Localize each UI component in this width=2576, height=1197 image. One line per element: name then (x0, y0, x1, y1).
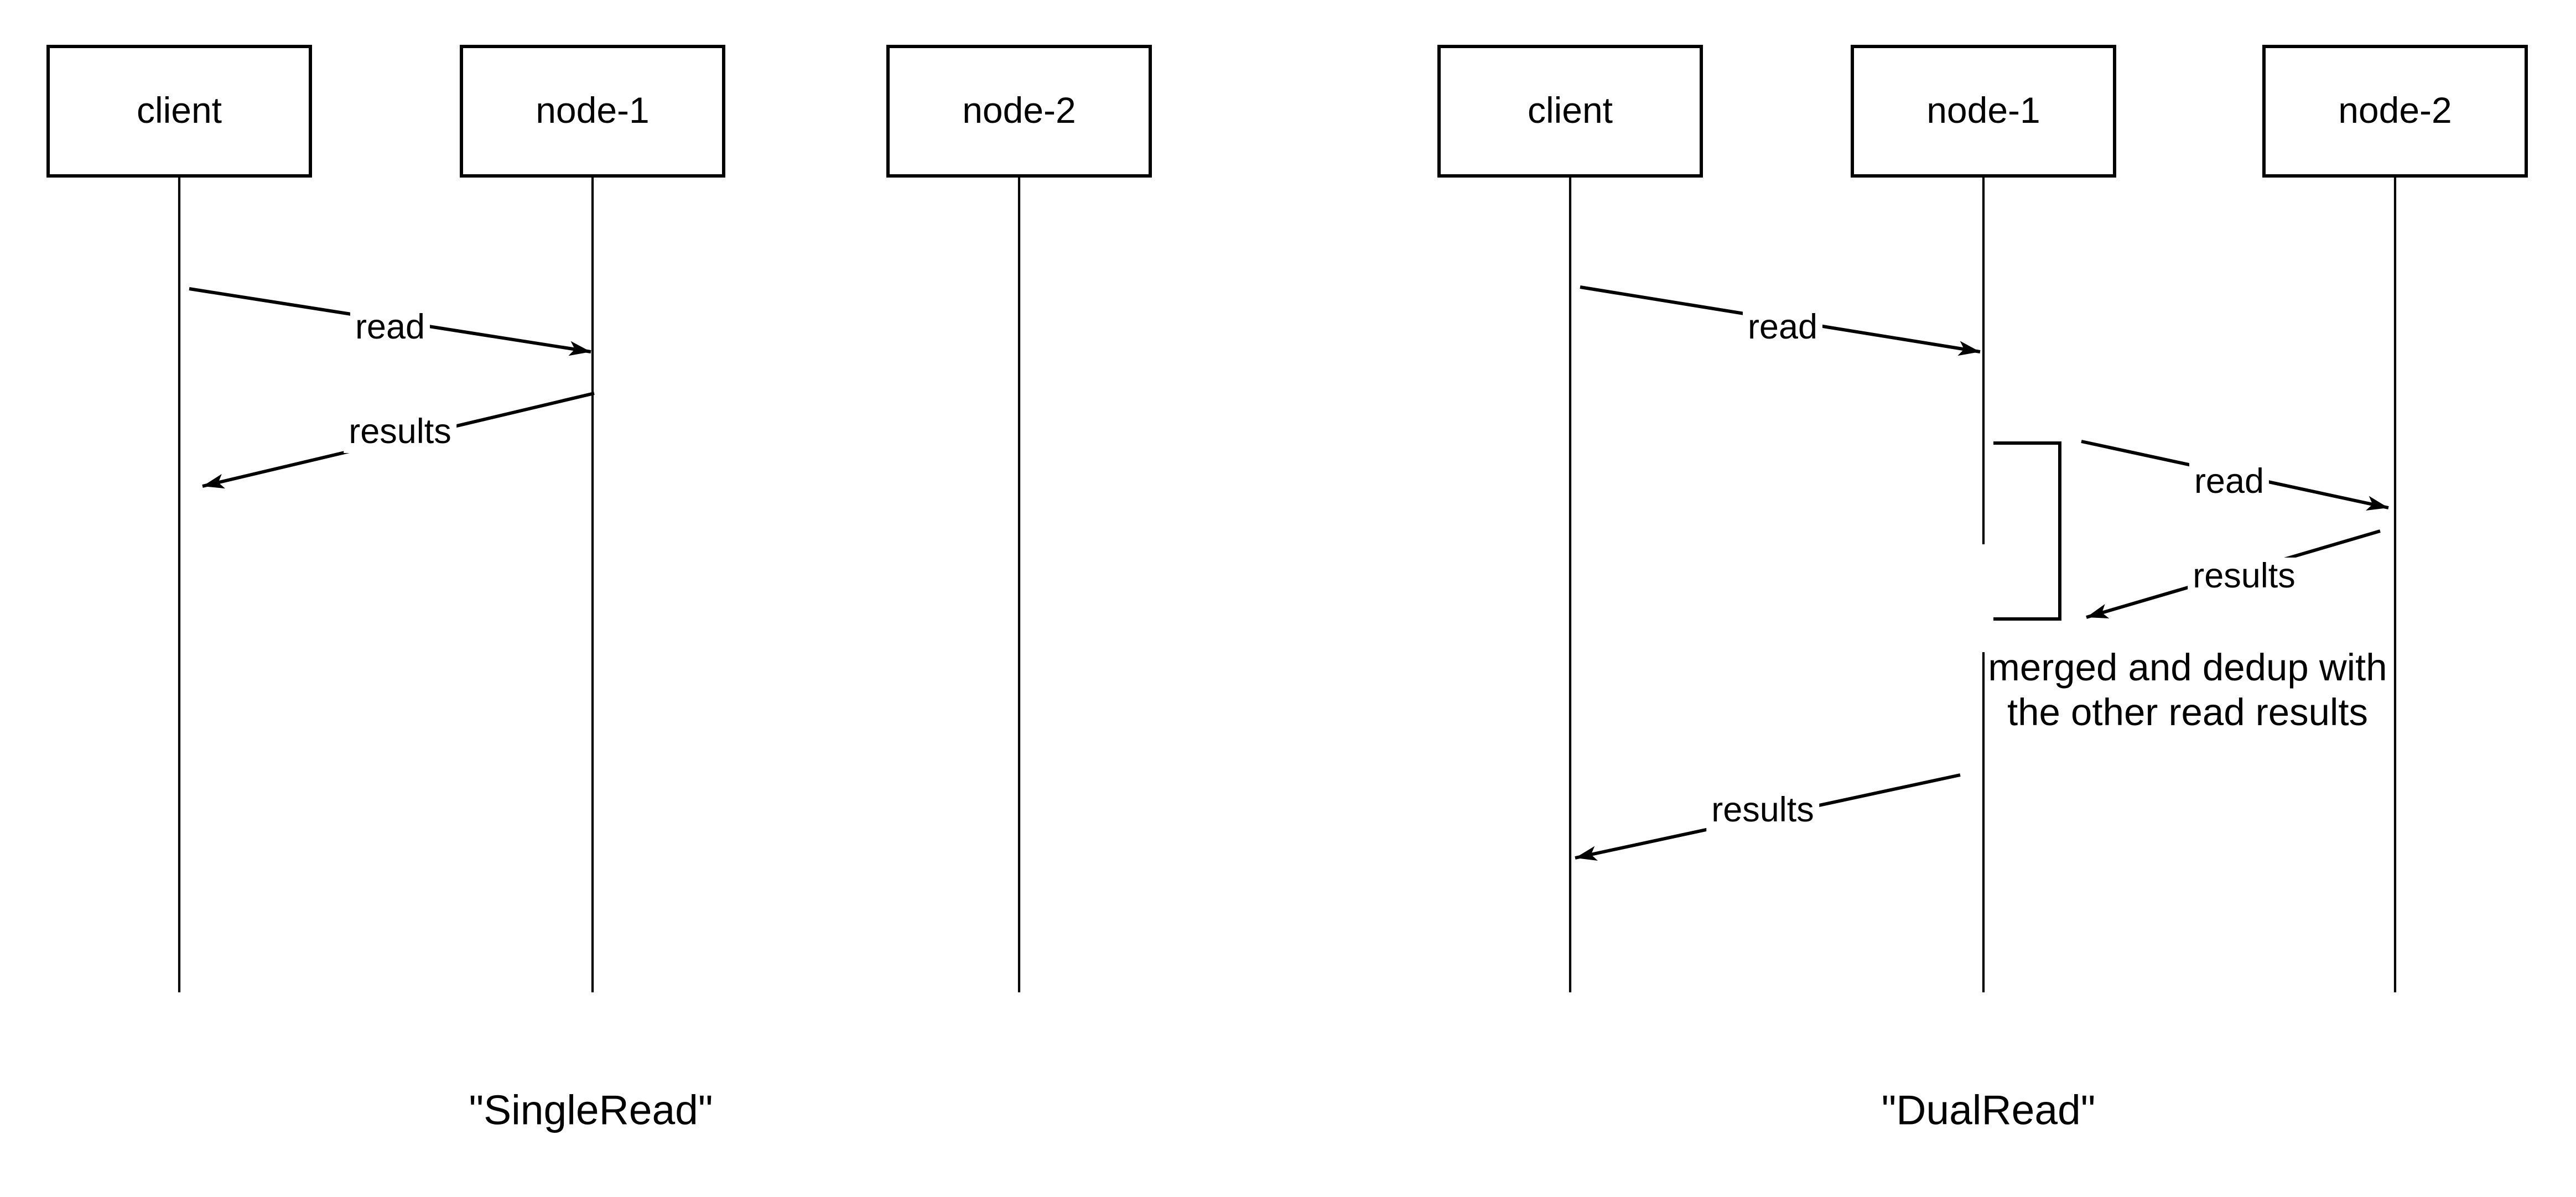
message-label-read-node-1-node-2: read (2189, 463, 2269, 503)
actor-box-node-1-singleread: node-1 (460, 45, 725, 178)
actor-box-node-2-singleread: node-2 (886, 45, 1152, 178)
message-label-read-client-node-1: read (1742, 309, 1823, 348)
actor-label: node-1 (1926, 90, 2040, 131)
message-label-results-node-2-node-1: results (2188, 558, 2300, 597)
activation-bracket-node-1 (1993, 441, 2061, 621)
message-label-results-node-1-client: results (1706, 792, 1819, 831)
actor-label: client (136, 90, 222, 131)
message-label-results-singleread: results (344, 413, 456, 453)
actor-box-node-1-dualread: node-1 (1851, 45, 2116, 178)
note-line-2: the other read results (2007, 690, 2368, 733)
actor-label: node-2 (2338, 90, 2452, 131)
note-merged-dedup: merged and dedup with the other read res… (1988, 646, 2387, 735)
actor-box-client-dualread: client (1437, 45, 1703, 178)
actor-label: node-1 (536, 90, 650, 131)
caption-dualread: "DualRead" (1881, 1087, 2096, 1134)
message-label-read-singleread: read (350, 309, 430, 348)
caption-singleread: "SingleRead" (469, 1087, 713, 1134)
actor-box-node-2-dualread: node-2 (2262, 45, 2528, 178)
note-line-1: merged and dedup with (1988, 646, 2387, 689)
actor-label: client (1527, 90, 1613, 131)
actor-label: node-2 (962, 90, 1076, 131)
actor-box-client-singleread: client (46, 45, 312, 178)
